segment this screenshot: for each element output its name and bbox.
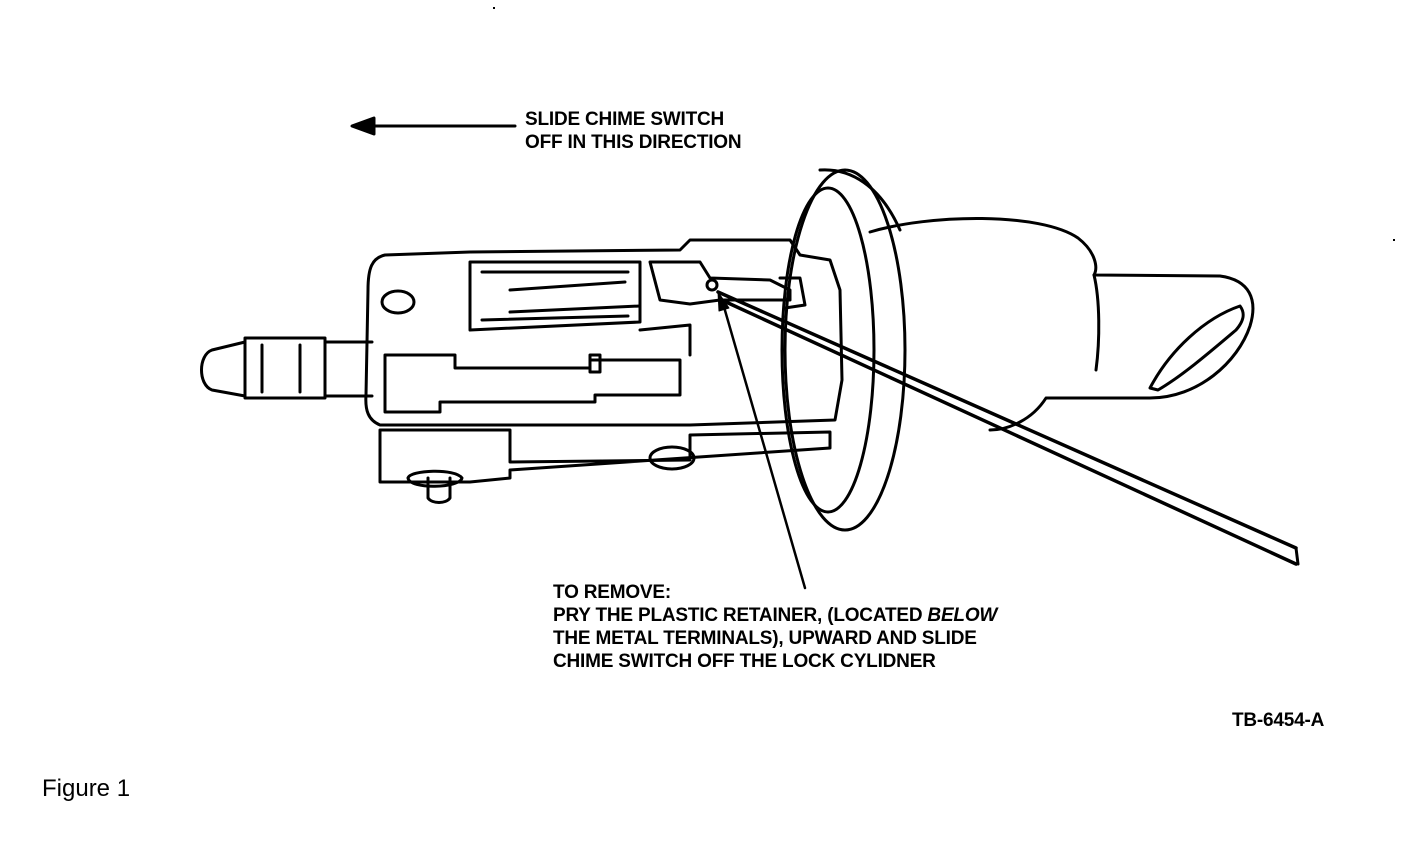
lock-cylinder-body bbox=[364, 238, 844, 427]
callout-line: PRY THE PLASTIC RETAINER, (LOCATED BELOW bbox=[553, 604, 997, 627]
callout-line: SLIDE CHIME SWITCH bbox=[525, 109, 725, 130]
shaft-tip bbox=[200, 336, 374, 400]
callout-line: TO REMOVE: bbox=[553, 582, 671, 603]
leader-line bbox=[717, 291, 807, 590]
callout-line: THE METAL TERMINALS), UPWARD AND SLIDE bbox=[553, 628, 977, 649]
mounting-bracket bbox=[378, 428, 832, 504]
cylinder-housing bbox=[868, 216, 1255, 432]
figure-code: TB-6454-A bbox=[1232, 710, 1325, 731]
callout-line: OFF IN THIS DIRECTION bbox=[525, 132, 742, 153]
scan-speck bbox=[493, 7, 495, 9]
callout-text: PRY THE PLASTIC RETAINER, (LOCATED bbox=[553, 605, 928, 626]
figure-label: Figure 1 bbox=[42, 775, 131, 802]
callout-emphasis: BELOW bbox=[927, 605, 998, 626]
callout-line: CHIME SWITCH OFF THE LOCK CYLIDNER bbox=[553, 651, 936, 672]
removal-instructions-callout: TO REMOVE: PRY THE PLASTIC RETAINER, (LO… bbox=[553, 581, 997, 673]
direction-arrow bbox=[350, 116, 517, 136]
scan-speck bbox=[1393, 239, 1395, 241]
slide-direction-callout: SLIDE CHIME SWITCH OFF IN THIS DIRECTION bbox=[525, 108, 742, 154]
flange-ring bbox=[780, 168, 907, 532]
pry-tool bbox=[716, 290, 1300, 566]
